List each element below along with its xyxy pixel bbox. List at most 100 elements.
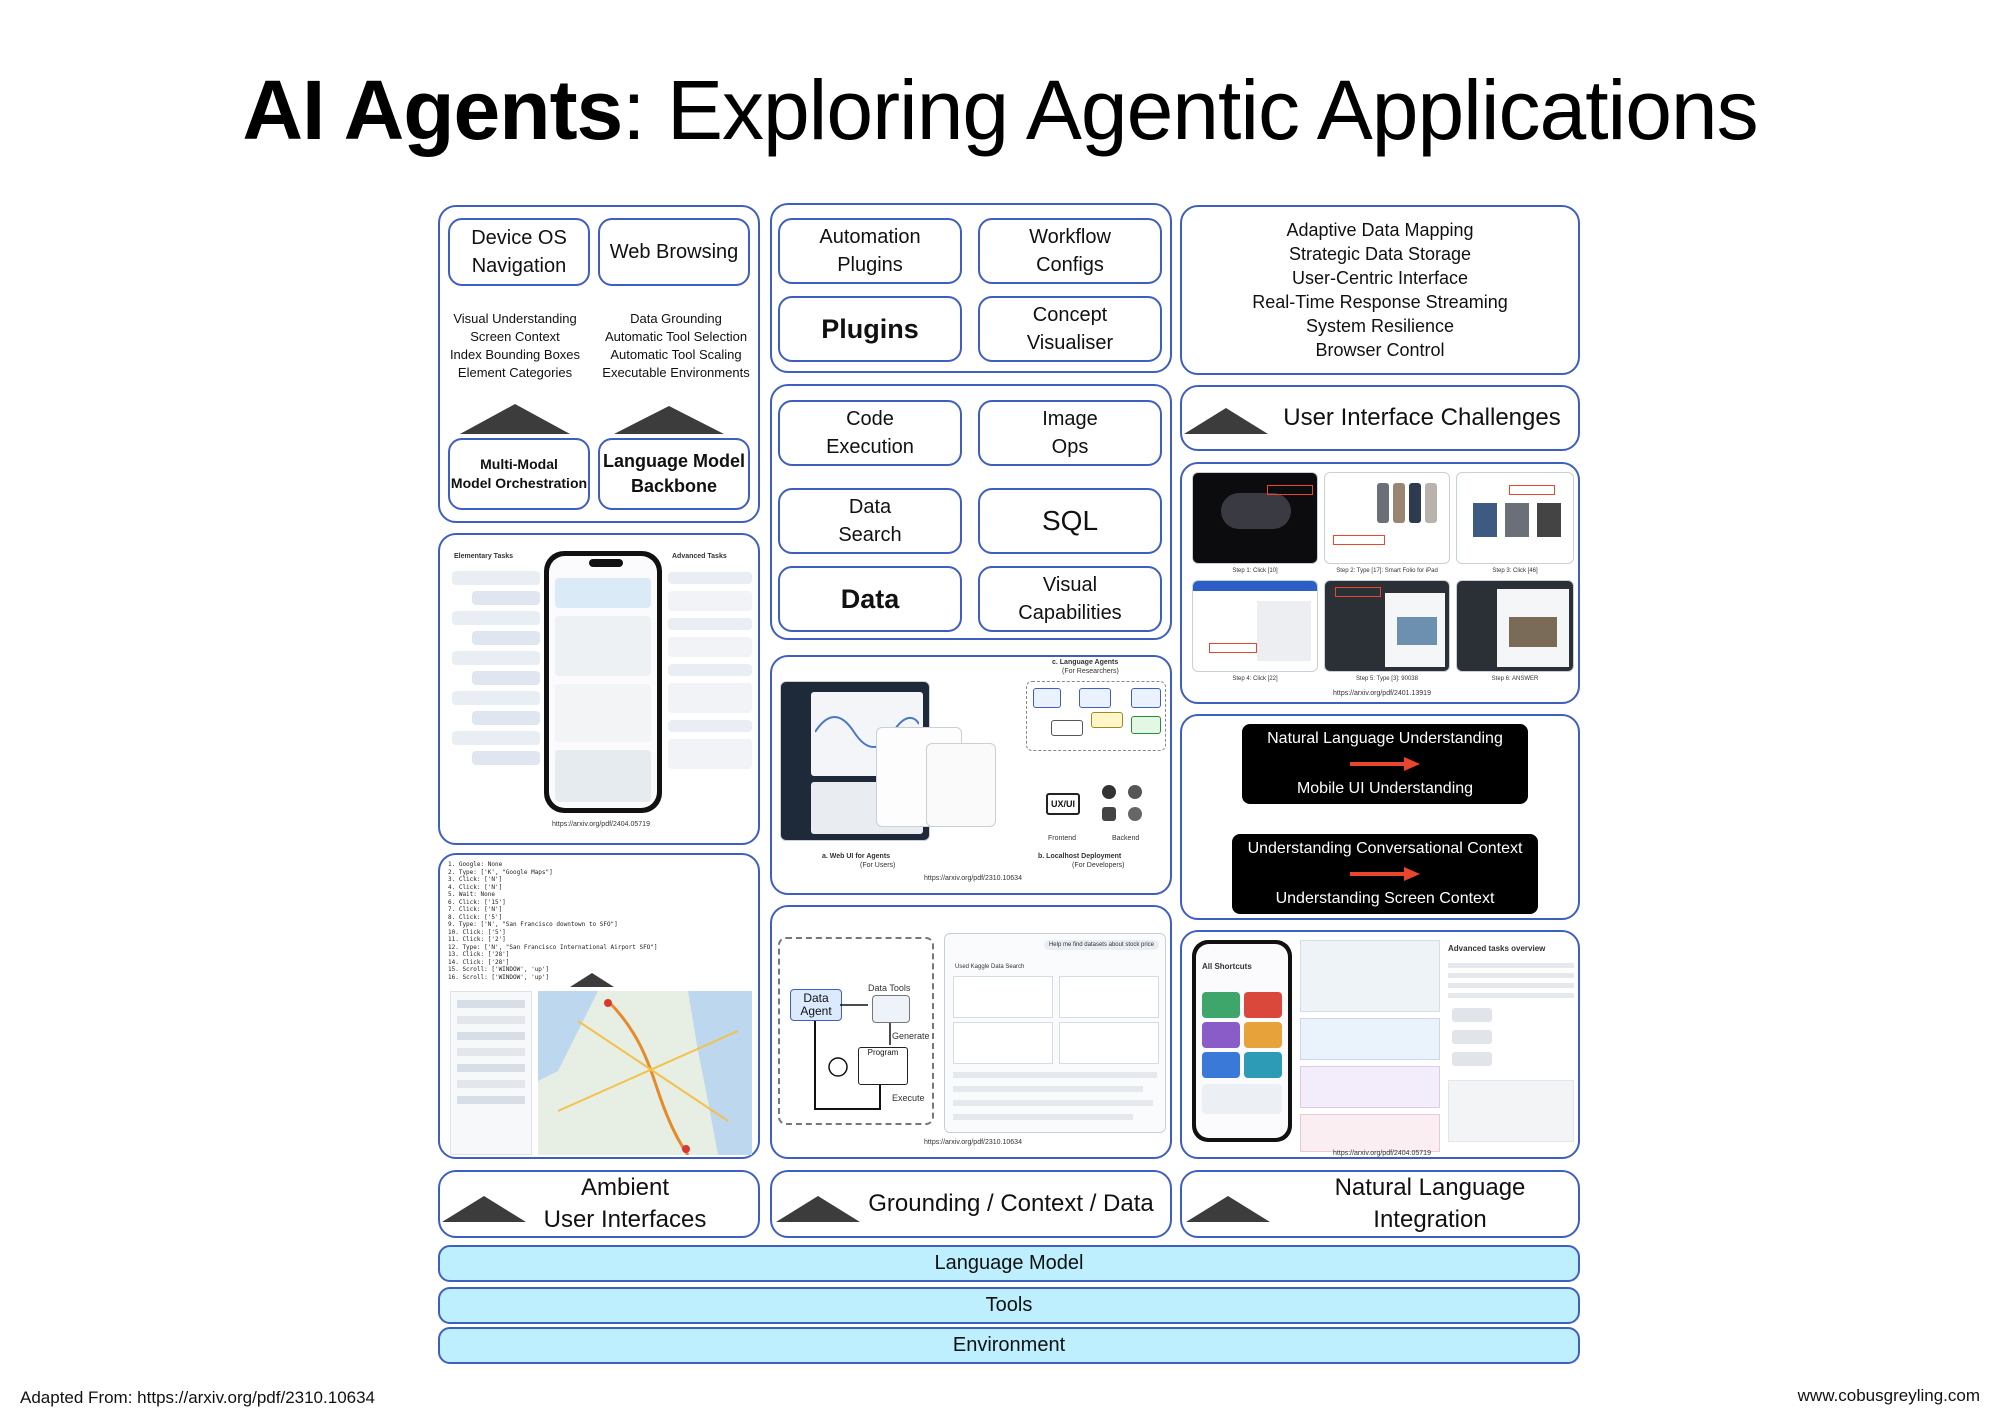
feature-item: Automatic Tool Selection bbox=[604, 329, 748, 344]
grounding-label-panel bbox=[770, 1170, 1172, 1238]
up-arrow-icon bbox=[460, 404, 570, 434]
step-label: Step 1: Click [10] bbox=[1232, 568, 1278, 574]
plugins-box: Plugins bbox=[778, 296, 962, 362]
challenge-item: User-Centric Interface bbox=[1291, 268, 1469, 288]
left-feature-list-1: Visual Understanding Screen Context Inde… bbox=[440, 308, 590, 384]
challenge-item: Browser Control bbox=[1315, 340, 1445, 360]
step-3-screenshot bbox=[1456, 472, 1574, 564]
execute-label: Execute bbox=[892, 1093, 925, 1103]
kaggle-search-screenshot: Help me find datasets about stock price … bbox=[944, 933, 1166, 1133]
challenge-item: Real-Time Response Streaming bbox=[1252, 292, 1508, 312]
feature-item: Visual Understanding bbox=[453, 311, 577, 326]
nl-integration-label-panel bbox=[1180, 1170, 1580, 1238]
data-agent-figure-panel: Data Agent Data Tools Generate Program E… bbox=[770, 905, 1172, 1159]
uxui-label: UX/UI bbox=[1050, 799, 1075, 809]
uxui-box: UX/UI bbox=[1046, 793, 1080, 815]
data-tools-label: Data Tools bbox=[868, 983, 911, 993]
red-arrow-icon bbox=[1350, 757, 1420, 771]
challenge-item: System Resilience bbox=[1305, 316, 1455, 336]
elementary-chat-column bbox=[452, 565, 540, 815]
feature-item: Index Bounding Boxes bbox=[449, 347, 581, 362]
advanced-chat-column bbox=[668, 565, 752, 815]
understanding-box-2: Understanding Conversational Context Und… bbox=[1232, 834, 1538, 914]
elementary-tasks-heading: Elementary Tasks bbox=[454, 553, 514, 560]
understanding-panel: Natural Language Understanding Mobile UI… bbox=[1180, 714, 1580, 920]
up-arrow-icon bbox=[1184, 408, 1268, 434]
step-label: Step 3: Click [46] bbox=[1492, 568, 1538, 574]
step-2-screenshot bbox=[1324, 472, 1450, 564]
feature-item: Automatic Tool Scaling bbox=[610, 347, 742, 362]
program-label: Program bbox=[867, 1048, 899, 1057]
up-arrow-icon bbox=[614, 406, 724, 434]
step-6-screenshot bbox=[1456, 580, 1574, 672]
up-arrow-icon bbox=[1186, 1196, 1270, 1222]
shortcuts-code-area bbox=[1300, 940, 1440, 1152]
step-1-screenshot bbox=[1192, 472, 1318, 564]
up-arrow-icon bbox=[442, 1196, 526, 1222]
search-results-header: Used Kaggle Data Search bbox=[955, 964, 1025, 970]
all-shortcuts-title: All Shortcuts bbox=[1202, 962, 1252, 971]
up-arrow-icon bbox=[570, 973, 614, 987]
concept-visualiser-box: Concept Visualiser bbox=[978, 296, 1162, 362]
feature-item: Screen Context bbox=[470, 329, 560, 344]
page-title: AI Agents: Exploring Agentic Application… bbox=[0, 60, 2000, 160]
image-ops-box: Image Ops bbox=[978, 400, 1162, 466]
backend-icons bbox=[1102, 785, 1154, 831]
steps-figure-panel: Step 1: Click [10] Step 2: Type [17]: Sm… bbox=[1180, 462, 1580, 704]
ui-challenges-panel bbox=[1180, 385, 1580, 451]
step-5-screenshot bbox=[1324, 580, 1450, 672]
phone-figure-panel: Elementary Tasks Advanced Tasks ht bbox=[438, 533, 760, 845]
language-model-backbone-box: Language Model Backbone bbox=[598, 438, 750, 510]
step-label: Step 5: Type [3]: 90038 bbox=[1356, 676, 1418, 682]
advanced-tasks-heading: Advanced Tasks bbox=[672, 553, 727, 560]
agents-figure-caption: https://arxiv.org/pdf/2310.10634 bbox=[924, 875, 1022, 882]
understanding-box-1: Natural Language Understanding Mobile UI… bbox=[1242, 724, 1528, 804]
step-label: Step 6: ANSWER bbox=[1491, 676, 1539, 682]
data-agent-box: Data Agent bbox=[790, 989, 842, 1021]
device-os-navigation-box: Device OS Navigation bbox=[448, 218, 590, 286]
advanced-tasks-area bbox=[1448, 958, 1574, 1148]
title-rest: : Exploring Agentic Applications bbox=[622, 63, 1758, 157]
left-feature-list-2: Data Grounding Automatic Tool Selection … bbox=[598, 308, 754, 384]
web-browsing-box: Web Browsing bbox=[598, 218, 750, 286]
step-label: Step 4: Click [22] bbox=[1232, 676, 1278, 682]
challenges-panel: Adaptive Data Mapping Strategic Data Sto… bbox=[1180, 205, 1580, 375]
web-ui-agents-label: a. Web UI for Agents bbox=[822, 853, 891, 860]
footer-source: Adapted From: https://arxiv.org/pdf/2310… bbox=[20, 1388, 376, 1407]
visual-capabilities-box: Visual Capabilities bbox=[978, 566, 1162, 632]
screen-context-text: Understanding Screen Context bbox=[1275, 890, 1495, 907]
maps-sidebar-list bbox=[450, 991, 532, 1155]
search-query-bubble: Help me find datasets about stock price bbox=[1043, 940, 1159, 950]
footer-website: www.cobusgreyling.com bbox=[1797, 1386, 1980, 1405]
nl-integration-label: Natural Language Integration bbox=[1334, 1174, 1526, 1233]
environment-layer: Environment bbox=[438, 1327, 1580, 1364]
multi-modal-orchestration-box: Multi-Modal Model Orchestration bbox=[448, 438, 590, 510]
phone-figure-caption: https://arxiv.org/pdf/2404.05719 bbox=[552, 821, 650, 828]
step-4-screenshot bbox=[1192, 580, 1318, 672]
frontend-label: Frontend bbox=[1048, 835, 1077, 842]
step-label: Step 2: Type [17]: Smart Folio for iPad bbox=[1336, 568, 1438, 574]
mobile-ui-text: Mobile UI Understanding bbox=[1296, 780, 1474, 797]
tools-layer: Tools bbox=[438, 1287, 1580, 1324]
language-agents-label: c. Language Agents bbox=[1052, 659, 1119, 666]
data-search-box: Data Search bbox=[778, 488, 962, 554]
agents-figure-panel: c. Language Agents (For Researchers) UX/… bbox=[770, 655, 1172, 895]
feature-item: Data Grounding bbox=[630, 311, 722, 326]
phone-mockup bbox=[544, 551, 662, 813]
localhost-deployment-sublabel: (For Developers) bbox=[1072, 862, 1125, 869]
nlu-text: Natural Language Understanding bbox=[1267, 730, 1503, 747]
data-box: Data bbox=[778, 566, 962, 632]
code-execution-box: Code Execution bbox=[778, 400, 962, 466]
localhost-deployment-label: b. Localhost Deployment bbox=[1038, 853, 1122, 860]
shortcuts-phone-mockup: All Shortcuts bbox=[1192, 940, 1292, 1142]
automation-plugins-box: Automation Plugins bbox=[778, 218, 962, 284]
frontend-design-screenshot bbox=[926, 743, 996, 827]
agent-modules-diagram bbox=[1026, 681, 1166, 751]
challenge-item: Adaptive Data Mapping bbox=[1286, 220, 1474, 240]
feature-item: Executable Environments bbox=[602, 365, 750, 380]
ui-challenges-label: User Interface Challenges bbox=[1283, 404, 1561, 431]
data-agent-diagram: Data Agent Data Tools Generate Program E… bbox=[778, 937, 934, 1125]
title-bold: AI Agents bbox=[242, 63, 623, 157]
program-box: Program bbox=[858, 1047, 908, 1085]
maps-figure-panel: 1. Google: None 2. Type: ['K', "Google M… bbox=[438, 853, 760, 1159]
